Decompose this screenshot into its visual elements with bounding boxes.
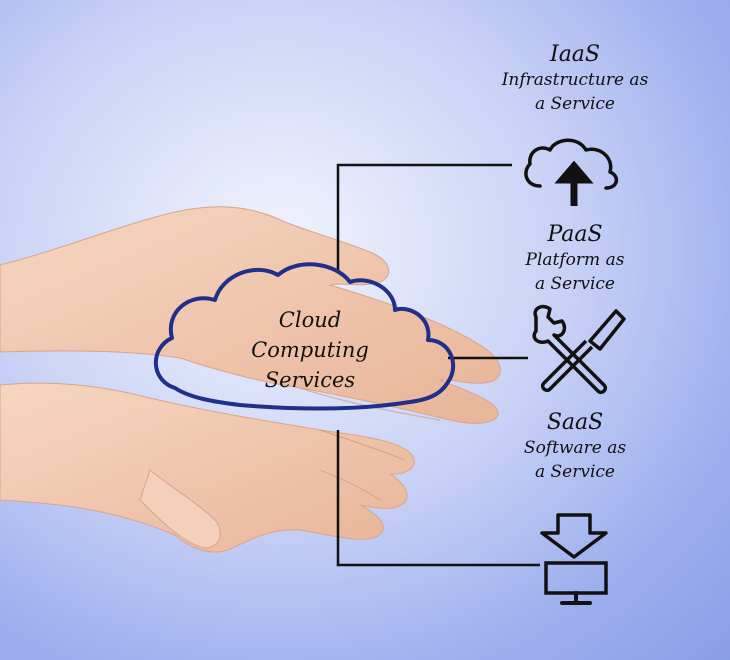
tools-icon [532,304,626,395]
service-saas: SaaS Software as a Service [485,410,665,484]
service-desc-line-2: a Service [535,94,615,114]
service-desc-line-1: Infrastructure as [501,70,649,90]
center-cloud-outline [153,262,456,411]
connector-saas [336,430,540,567]
cloud-upload-icon [524,138,619,206]
center-label-line-3: Services [264,368,356,392]
connector-iaas [336,163,512,272]
download-monitor-icon [540,513,608,605]
center-label-line-1: Cloud [278,308,342,332]
service-title: IaaS [550,42,600,67]
service-title: SaaS [546,410,604,435]
center-label-line-2: Computing [251,338,369,362]
service-desc-line-2: a Service [535,462,615,482]
service-paas: PaaS Platform as a Service [485,222,665,296]
service-desc-line-2: a Service [535,274,615,294]
hands-illustration [0,206,501,553]
upper-hand [0,206,501,424]
connector-lines [336,163,540,567]
service-title: PaaS [547,222,603,247]
service-desc-line-1: Platform as [525,250,625,270]
service-desc-line-1: Software as [523,438,627,458]
finger-crease [299,387,441,501]
lower-hand [0,382,415,553]
service-iaas: IaaS Infrastructure as a Service [485,42,665,116]
thumb [139,469,221,549]
center-label: Cloud Computing Services [225,305,395,395]
